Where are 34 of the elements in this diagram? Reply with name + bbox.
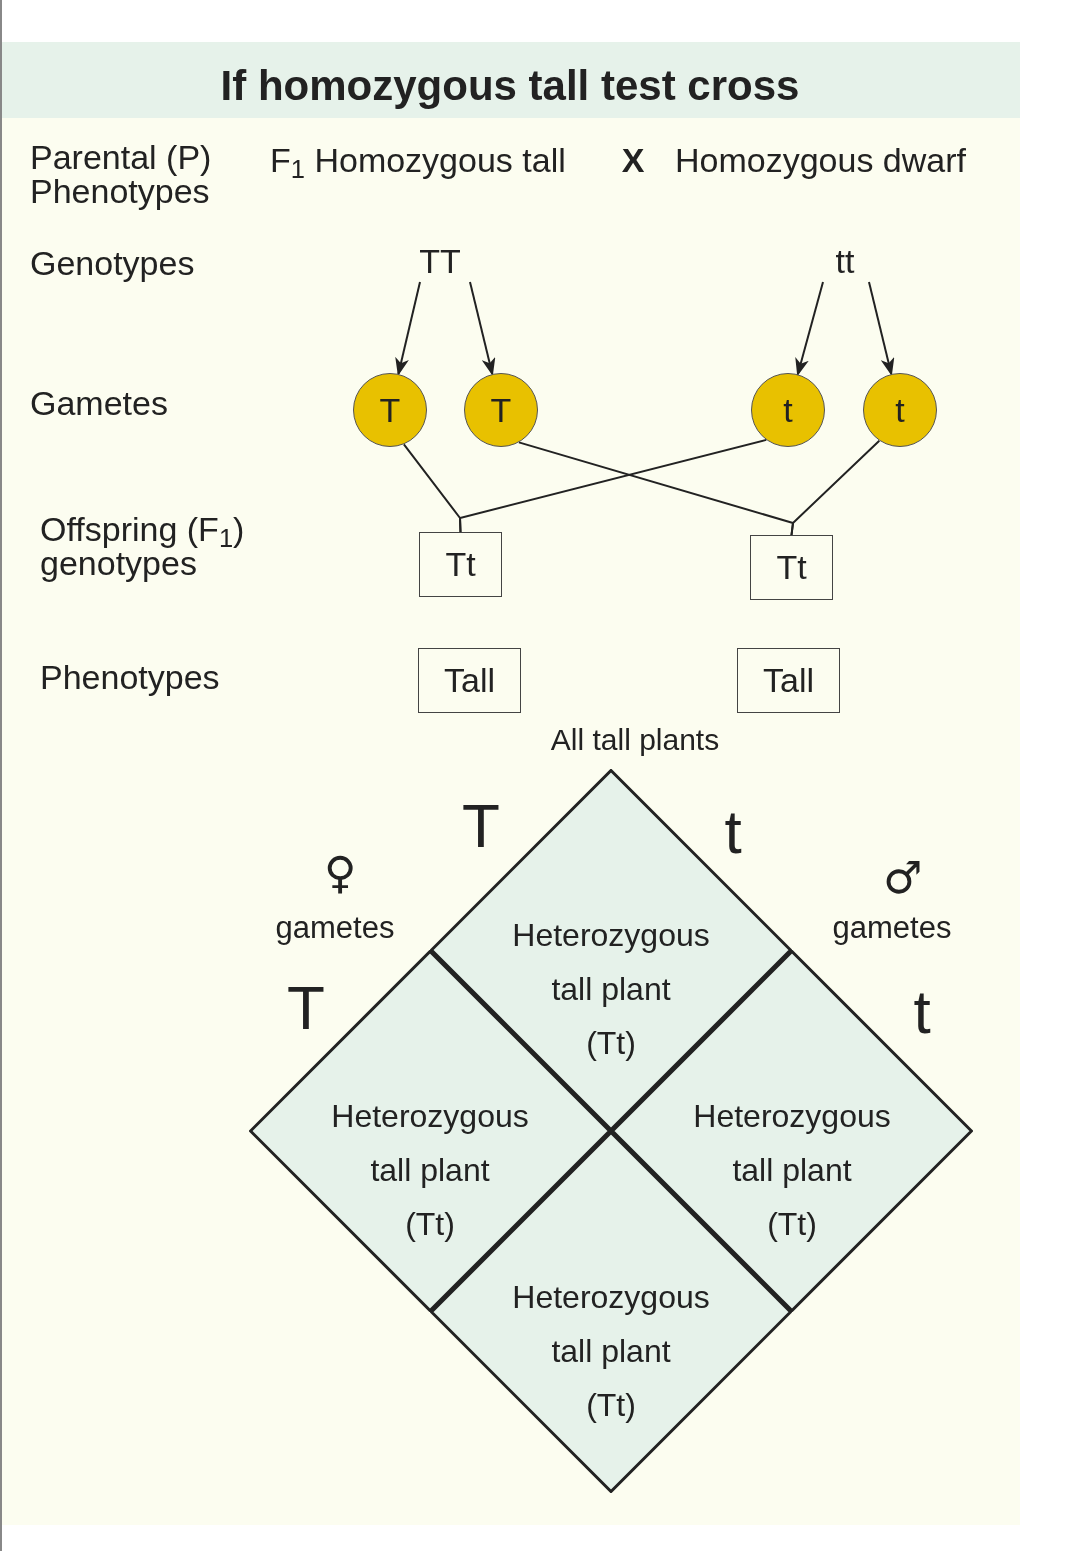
phenotype-text: F$_{1}$ Homozygous tall xyxy=(270,143,566,177)
cell-text: Heterozygous tall plant xyxy=(511,1278,711,1371)
allele-label: t xyxy=(724,801,742,863)
cross-sign: X xyxy=(621,143,645,177)
genotype-text: tt xyxy=(810,240,880,282)
female-symbol: ♀ xyxy=(323,851,357,895)
allele-label: t xyxy=(913,981,931,1043)
genotype-text: (Tt) xyxy=(585,1386,637,1425)
cell-text: Heterozygous tall plant xyxy=(692,1097,892,1190)
title: If homozygous tall test cross xyxy=(220,60,800,111)
row-label: Phenotypes xyxy=(40,660,220,694)
row-label: Offspring (F$_{1}$) genotypes xyxy=(40,512,246,580)
genotype-text: (Tt) xyxy=(766,1205,818,1244)
genotype-box: Tt xyxy=(750,535,833,600)
gametes-label: gametes xyxy=(275,911,395,943)
row-label: Parental (P) Phenotypes xyxy=(30,140,213,208)
allele-label: T xyxy=(287,977,325,1039)
genotype-text: (Tt) xyxy=(585,1024,637,1063)
row-label: Genotypes xyxy=(30,246,195,280)
phenotype-text: Homozygous dwarf xyxy=(675,143,966,177)
cell-text: Heterozygous tall plant xyxy=(511,916,711,1009)
allele-label: T xyxy=(462,795,500,857)
connector-line xyxy=(458,438,768,533)
gametes-label: gametes xyxy=(832,911,952,943)
male-symbol: ♂ xyxy=(883,856,923,900)
result-text: All tall plants xyxy=(550,725,720,755)
row-label: Gametes xyxy=(30,386,168,420)
cell-text: Heterozygous tall plant xyxy=(330,1097,530,1190)
phenotype-box: Tall xyxy=(418,648,521,713)
genotype-text: TT xyxy=(400,240,480,282)
connector-line xyxy=(790,439,881,536)
genotype-text: (Tt) xyxy=(404,1205,456,1244)
phenotype-box: Tall xyxy=(737,648,840,713)
genotype-box: Tt xyxy=(419,532,502,597)
